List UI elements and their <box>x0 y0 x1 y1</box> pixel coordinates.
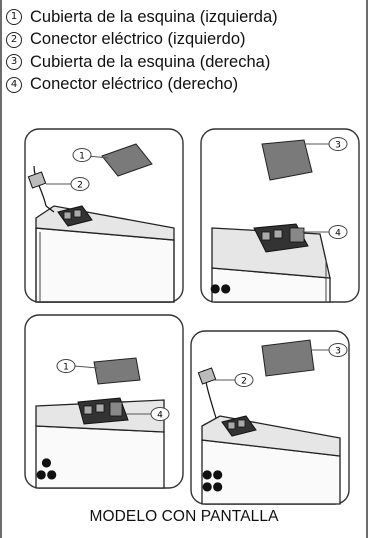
callout-2-2: 4 <box>335 229 341 239</box>
panel-bottom-left: 1 4 ● ●● <box>24 314 184 489</box>
callout-4-1: 3 <box>335 347 341 357</box>
panel-marker-dots: ●● <box>210 281 231 295</box>
panel-bottom-right: 3 2 ●● ●● <box>190 330 350 505</box>
panel-top-right: 3 4 ●● <box>200 128 360 303</box>
callout-4-2: 2 <box>241 377 247 387</box>
footer-caption: MODELO CON PANTALLA <box>89 508 279 525</box>
legend-number-4: 4 <box>6 76 22 93</box>
panel-top-right-drawing: 3 4 <box>200 128 360 303</box>
legend-number-3: 3 <box>6 54 22 71</box>
panel-bottom-right-drawing: 3 2 <box>190 330 350 505</box>
legend-item-4: 4 Conector eléctrico (derecho) <box>6 74 368 97</box>
legend-label-1: Cubierta de la esquina (izquierda) <box>30 7 278 26</box>
panel-top-left: 1 2 <box>24 128 184 303</box>
callout-1-1: 1 <box>79 152 85 162</box>
callout-3-2: 4 <box>157 411 163 421</box>
callout-1-2: 2 <box>77 181 83 191</box>
legend-number-2: 2 <box>6 31 22 48</box>
callout-2-1: 3 <box>335 141 341 151</box>
legend-label-4: Conector eléctrico (derecho) <box>30 75 239 94</box>
panel-marker-dots: ●● ●● <box>202 467 223 493</box>
legend-number-1: 1 <box>6 9 22 26</box>
panel-top-left-drawing: 1 2 <box>24 128 184 303</box>
panel-marker-dots: ● ●● <box>36 455 57 481</box>
legend-item-1: 1 Cubierta de la esquina (izquierda) <box>6 6 368 29</box>
panel-bottom-left-drawing: 1 4 <box>24 314 184 489</box>
legend-item-3: 3 Cubierta de la esquina (derecha) <box>6 51 368 74</box>
legend-label-2: Conector eléctrico (izquierdo) <box>30 30 246 49</box>
parts-legend: 1 Cubierta de la esquina (izquierda) 2 C… <box>6 6 368 96</box>
legend-label-3: Cubierta de la esquina (derecha) <box>30 52 271 71</box>
legend-item-2: 2 Conector eléctrico (izquierdo) <box>6 29 368 52</box>
callout-3-1: 1 <box>63 363 69 373</box>
